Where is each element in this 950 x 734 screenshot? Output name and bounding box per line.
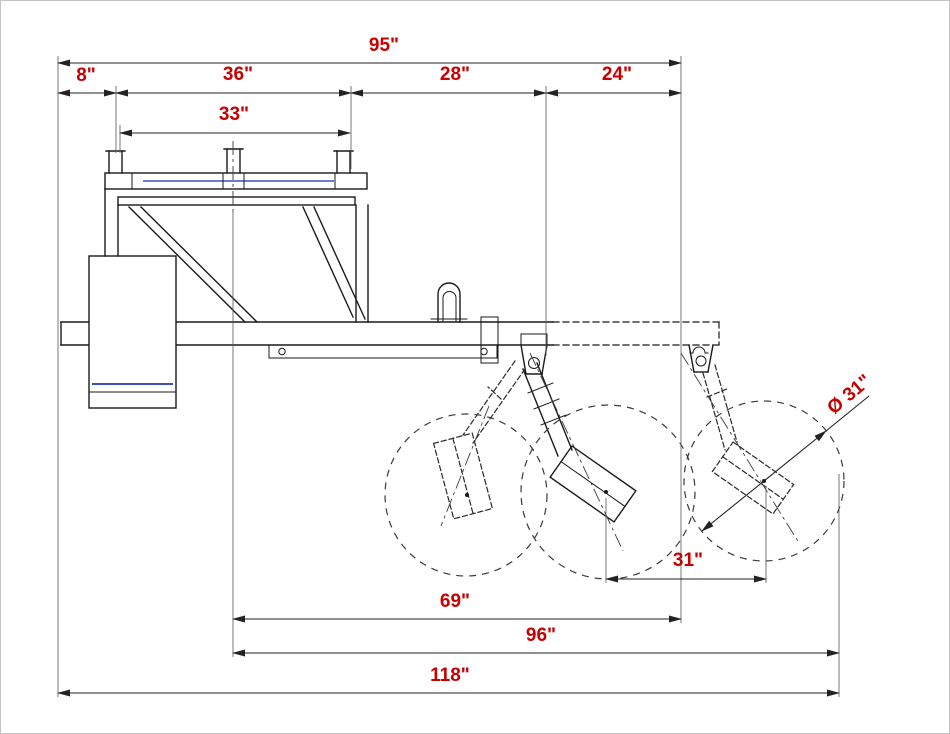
dimension-lines: [57, 59, 870, 697]
dim-28-label: 28": [440, 64, 470, 85]
disc-arm-right: [680, 344, 800, 544]
disc-arm-left: [432, 360, 526, 527]
disc-circles: [384, 400, 845, 580]
dim-118-label: 118": [430, 665, 470, 686]
dim-24-label: 24": [602, 64, 632, 85]
left-support-column: [104, 188, 119, 257]
hitch-cylinder: [430, 282, 468, 323]
frame-braces: [128, 204, 369, 323]
disc-arm-middle: [520, 333, 637, 552]
disc-circle-right: [683, 400, 845, 562]
dim-36-label: 36": [223, 64, 253, 85]
extension-lines: [57, 56, 840, 697]
mounting-plate: [268, 344, 498, 359]
disc-circle-left: [384, 413, 548, 577]
dim-31-spacing-label: 31": [673, 550, 703, 571]
dim-69-label: 69": [440, 591, 470, 612]
shank-mount: [480, 316, 499, 364]
dim-95-label: 95": [369, 35, 399, 56]
toolbar-assembly: [104, 141, 368, 215]
left-gearbox: [88, 255, 177, 409]
dim-96-label: 96": [526, 625, 556, 646]
dim-33-label: 33": [219, 104, 249, 125]
dim-8-label: 8": [76, 65, 96, 86]
